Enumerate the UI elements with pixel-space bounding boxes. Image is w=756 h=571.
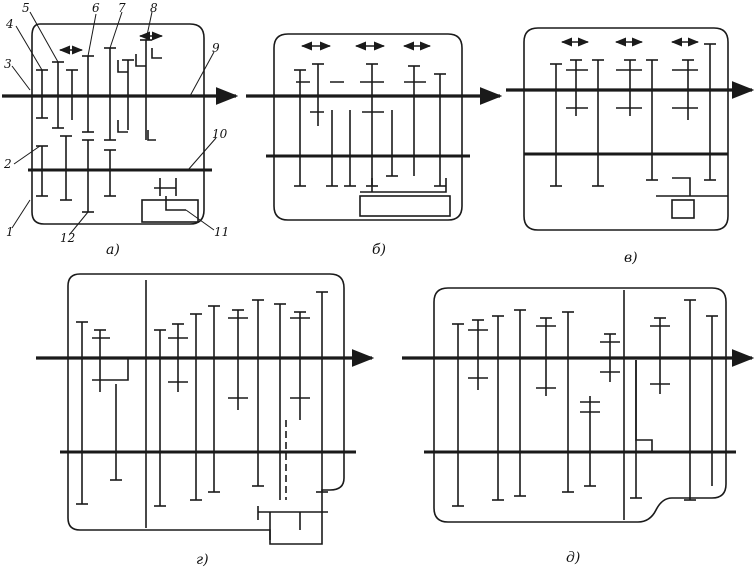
panel-b-caption: б) (372, 242, 386, 258)
panel-a-synchro-arrows (58, 31, 164, 55)
panel-v-gears (550, 43, 728, 219)
panel-v-caption: в) (624, 250, 638, 266)
callout-1: 1 (6, 225, 14, 239)
panel-a-caption: а) (106, 242, 120, 258)
panel-d-scheme (402, 287, 755, 523)
panel-g-housing (67, 273, 345, 545)
panel-a-scheme (2, 11, 239, 235)
panel-a-leaders (11, 11, 217, 235)
panel-v-housing (523, 27, 729, 231)
callout-10: 10 (212, 127, 228, 141)
callout-11: 11 (214, 225, 229, 239)
panel-g-gears (76, 291, 328, 540)
panel-g-caption: г) (196, 552, 209, 568)
panel-g-scheme (36, 273, 375, 545)
panel-a-gears (36, 39, 199, 223)
panel-b-housing (273, 33, 463, 221)
callout-7: 7 (118, 1, 126, 15)
panel-d-housing (433, 287, 727, 523)
panel-d-gears (452, 299, 718, 507)
panel-a-housing (31, 23, 205, 225)
callout-4: 4 (5, 17, 14, 31)
panel-b-scheme (246, 33, 503, 221)
callout-2: 2 (3, 157, 12, 171)
panel-a-labels: 3 4 5 6 7 8 9 10 2 1 12 11 а) (3, 1, 229, 258)
callout-5: 5 (22, 1, 30, 15)
panel-d-caption: д) (566, 550, 580, 566)
callout-3: 3 (4, 57, 12, 71)
callout-9: 9 (212, 41, 220, 55)
panel-b-gears (294, 63, 451, 217)
callout-6: 6 (92, 1, 100, 15)
callout-8: 8 (150, 1, 158, 15)
callout-12: 12 (60, 231, 75, 245)
panel-v-scheme (506, 27, 755, 231)
